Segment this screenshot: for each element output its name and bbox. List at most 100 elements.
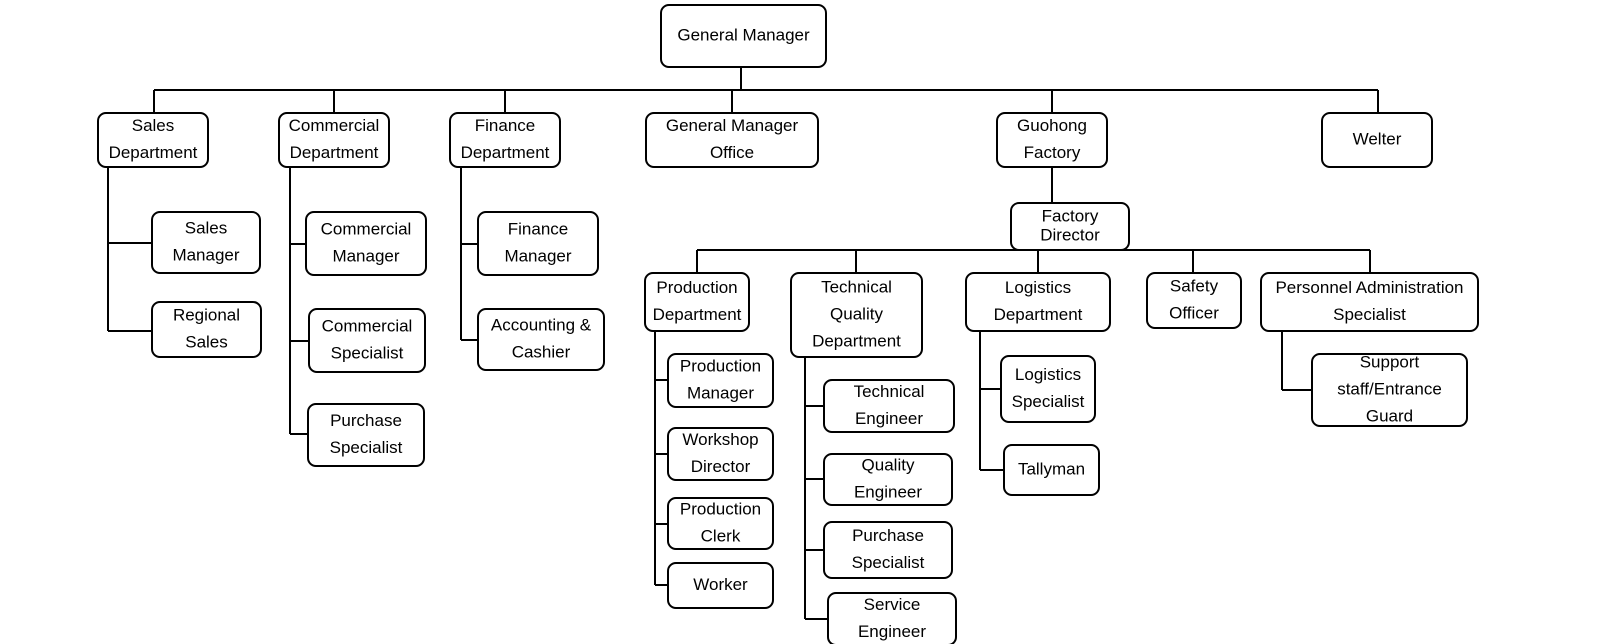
node-label: Purchase (852, 526, 924, 545)
node-label: Office (710, 143, 754, 162)
node-label: Manager (172, 245, 239, 264)
node-label: Director (1040, 225, 1100, 244)
node-label: Department (290, 143, 379, 162)
node-label: Manager (687, 383, 754, 402)
node-box (644, 272, 750, 332)
node-label: Safety (1170, 276, 1219, 295)
node-label: Production (680, 356, 761, 375)
node-label: Cashier (512, 342, 571, 361)
node-label: Technical (854, 382, 925, 401)
node-box (307, 403, 425, 467)
node-box (660, 4, 827, 68)
node-box (1311, 353, 1468, 427)
node-box (823, 453, 953, 506)
node-label: Sales (132, 116, 175, 135)
node-label: Guohong (1017, 116, 1087, 135)
node-label: Technical (821, 277, 892, 296)
node-box (449, 112, 561, 168)
node-label: Officer (1169, 303, 1219, 322)
node-label: Department (812, 331, 901, 350)
node-box (151, 211, 261, 274)
node-box (645, 112, 819, 168)
node-box (1000, 355, 1096, 423)
node-label: Factory (1024, 143, 1081, 162)
node-box (305, 211, 427, 276)
node-label: Accounting & (491, 315, 592, 334)
node-label: Department (653, 305, 742, 324)
node-label: Commercial (322, 316, 413, 335)
node-box (1260, 272, 1479, 332)
node-box (827, 592, 957, 644)
org-nodes: General ManagerSalesDepartmentCommercial… (97, 4, 1479, 644)
node-label: Quality (862, 455, 915, 474)
node-label: Quality (830, 304, 883, 323)
node-box (667, 427, 774, 481)
node-box (1146, 272, 1242, 329)
node-label: Commercial (289, 116, 380, 135)
node-box (823, 379, 955, 433)
node-label: Specialist (330, 438, 403, 457)
node-label: Production (680, 499, 761, 518)
node-box (667, 497, 774, 550)
connector-lines (107, 67, 1379, 620)
node-label: Welter (1353, 129, 1402, 148)
node-tallyman: Tallyman (1003, 444, 1100, 496)
node-box (477, 308, 605, 371)
node-box (1010, 202, 1130, 251)
node-label: Department (994, 305, 1083, 324)
node-label: Finance (475, 116, 535, 135)
node-label: Specialist (852, 553, 925, 572)
node-box (278, 112, 390, 168)
node-label: Factory (1042, 206, 1099, 225)
node-welter: Welter (1321, 112, 1433, 168)
node-label: Director (691, 457, 751, 476)
node-box (667, 353, 774, 408)
node-box (151, 301, 262, 358)
node-label: Worker (693, 575, 748, 594)
node-box (823, 521, 953, 579)
node-label: Regional (173, 305, 240, 324)
node-box (97, 112, 209, 168)
node-label: Finance (508, 219, 568, 238)
node-label: Workshop (682, 430, 758, 449)
node-label: Engineer (858, 622, 926, 641)
node-accounting-cashier: Accounting & Cashier (477, 308, 605, 371)
node-worker: Worker (667, 562, 774, 609)
node-label: Personnel Administration (1275, 278, 1463, 297)
node-label: Manager (332, 246, 399, 265)
node-label: Specialist (1333, 305, 1406, 324)
node-label: Specialist (1012, 392, 1085, 411)
node-label: staff/Entrance (1337, 379, 1442, 398)
node-box (965, 272, 1111, 332)
node-label: Purchase (330, 411, 402, 430)
node-box (667, 562, 774, 609)
node-label: Sales (185, 332, 228, 351)
node-label: Engineer (855, 409, 923, 428)
node-label: Clerk (701, 526, 741, 545)
node-label: Production (656, 278, 737, 297)
node-label: Commercial (321, 219, 412, 238)
